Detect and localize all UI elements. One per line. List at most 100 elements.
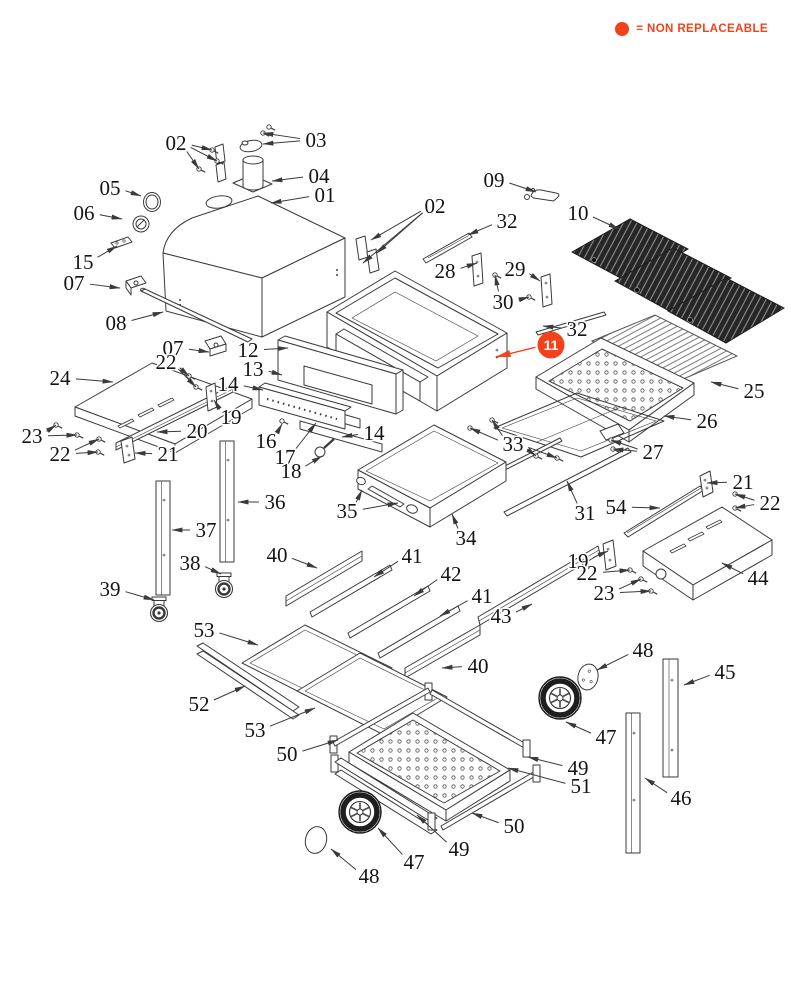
part-label-07a: 07: [64, 271, 85, 295]
leader-21b: [706, 480, 728, 486]
hub-cap-part-48-left: [304, 826, 328, 854]
part-label-15: 15: [73, 250, 94, 274]
part-label-21b: 21: [733, 470, 754, 494]
part-label-54: 54: [606, 495, 628, 519]
leader-23a-1: [47, 432, 78, 438]
leader-32b: [542, 324, 562, 330]
leader-46: [644, 777, 668, 794]
leader-49a: [527, 756, 563, 767]
leader-25: [710, 381, 739, 390]
leader-43: [515, 603, 533, 613]
wheel-part-47-right: [539, 677, 581, 719]
leader-40a: [292, 557, 318, 569]
leader-51: [507, 767, 566, 784]
leader-14a: [243, 385, 264, 391]
leader-27-1: [612, 447, 638, 453]
leader-35-1: [362, 502, 399, 510]
front-rail-part-52: [196, 642, 300, 720]
bracket-part-21-left: [120, 436, 136, 464]
part-label-48a: 48: [633, 638, 654, 662]
part-label-53b: 53: [245, 718, 266, 742]
part-label-25: 25: [744, 379, 765, 403]
leader-20: [156, 429, 182, 435]
bottom-frame-rails-49-50: [329, 682, 531, 758]
part-label-47a: 47: [596, 725, 617, 749]
charcoal-pan-part-26: [535, 337, 695, 443]
leader-17: [295, 422, 317, 450]
leader-12: [263, 346, 289, 352]
part-label-40a: 40: [267, 543, 288, 567]
part-label-22a: 22: [156, 350, 177, 374]
leader-21a: [134, 450, 153, 456]
part-label-17: 17: [275, 445, 296, 469]
bracket-part-29: [540, 273, 553, 308]
part-label-53a: 53: [194, 618, 215, 642]
leader-22a: [179, 367, 190, 377]
part-label-04: 04: [309, 164, 331, 188]
bracket-part-15: [110, 236, 133, 249]
part-label-19a: 19: [221, 405, 242, 429]
part-label-07b: 07: [163, 336, 184, 360]
part-label-14a: 14: [218, 372, 240, 396]
part-label-48b: 48: [359, 864, 380, 888]
leader-41a: [373, 560, 399, 578]
part-label-02b: 02: [425, 194, 446, 218]
leg-part-37: [155, 480, 171, 596]
caster-part-39: [149, 595, 169, 623]
part-label-37: 37: [196, 518, 217, 542]
leader-09: [509, 182, 537, 193]
control-panel-part-13: [258, 382, 352, 458]
part-label-43: 43: [491, 604, 512, 628]
leader-42: [413, 579, 438, 597]
hood-assembly: [162, 195, 346, 338]
leader-34: [451, 513, 459, 529]
handle-bracket-part-07: [125, 275, 147, 296]
leader-19b: [592, 550, 609, 558]
leader-24: [75, 378, 114, 384]
part-label-39: 39: [100, 577, 121, 601]
part-label-41b: 41: [472, 584, 493, 608]
leader-26: [663, 414, 692, 421]
leader-28: [460, 262, 478, 269]
leader-32a: [467, 224, 493, 236]
clips-part-02-mid: [355, 235, 380, 274]
leader-02a-1: [190, 146, 218, 162]
leader-03: [262, 132, 301, 140]
leg-part-36: [219, 440, 235, 563]
leader-13: [268, 369, 283, 376]
cooking-grates-part-10: [570, 218, 786, 344]
leader-53a: [219, 632, 259, 646]
part-label-29: 29: [505, 257, 526, 281]
leader-50b: [471, 812, 499, 824]
part-label-23a: 23: [22, 424, 43, 448]
leader-22b: [74, 438, 100, 451]
part-label-45: 45: [715, 660, 736, 684]
leader-49b: [416, 814, 447, 843]
part-label-51: 51: [571, 774, 592, 798]
heat-plate-part-14b: [299, 420, 383, 453]
bracket-part-19-right: [602, 539, 617, 571]
caster-part-38: [214, 571, 234, 599]
part-label-11: 11: [544, 337, 559, 353]
leader-23b-1: [619, 588, 652, 595]
bracket-part-19-left: [205, 382, 218, 412]
part-label-34: 34: [456, 526, 478, 550]
leader-47a: [565, 721, 592, 734]
leader-14b: [341, 432, 359, 438]
thermometer-part-06: [132, 215, 150, 233]
part-label-50b: 50: [504, 814, 525, 838]
leader-06: [99, 214, 123, 220]
leader-39: [125, 591, 155, 601]
part-label-14b: 14: [364, 421, 386, 445]
part-label-05: 05: [100, 176, 121, 200]
part-label-36: 36: [265, 490, 286, 514]
leader-33-2: [526, 447, 537, 457]
leader-22c: [734, 493, 755, 501]
right-side-shelf-part-44: [642, 506, 773, 601]
leader-02a-2: [186, 150, 200, 170]
leader-22b-1: [75, 450, 99, 456]
part-label-02a: 02: [166, 131, 187, 155]
leg-part-46: [625, 712, 641, 854]
bar-part-32-upper: [422, 232, 473, 264]
leader-33-1: [491, 419, 503, 436]
